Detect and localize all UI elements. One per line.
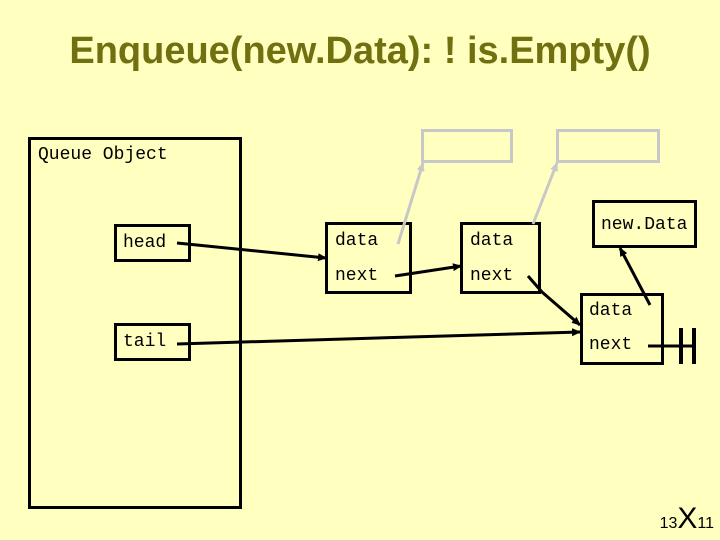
node2-next-arrow [526,275,581,327]
tail-label: tail [123,332,167,352]
node2-data-ghost-arrow [531,162,559,225]
new-node-data-label: data [589,301,633,321]
queue-object-label: Queue Object [38,145,168,165]
slide-number: 13X11 [660,502,714,536]
slide-number-left: 13 [659,515,678,532]
ghost-box-1 [421,129,513,163]
queue-object-box [28,137,242,509]
new-node-data-arrow [618,247,652,306]
node2-next-label: next [470,266,514,286]
slide-title: Enqueue(new.Data): ! is.Empty() [69,30,651,72]
tail-arrow [176,328,581,346]
new-data-box [592,200,697,248]
slide-number-right: 11 [697,515,714,532]
node1-next-label: next [335,266,379,286]
node2-box [460,222,541,294]
node1-data-ghost-arrow [396,162,425,245]
slide-number-mid: X [677,502,698,535]
new-node-next-label: next [589,335,633,355]
head-label: head [123,233,167,253]
new-node-box [580,293,664,365]
node2-data-label: data [470,231,514,251]
node1-data-label: data [335,231,379,251]
new-data-label: new.Data [601,215,688,235]
node1-next-arrow [394,263,462,278]
head-arrow [176,241,327,262]
ghost-box-2 [556,129,660,163]
tail-cell [114,323,191,361]
